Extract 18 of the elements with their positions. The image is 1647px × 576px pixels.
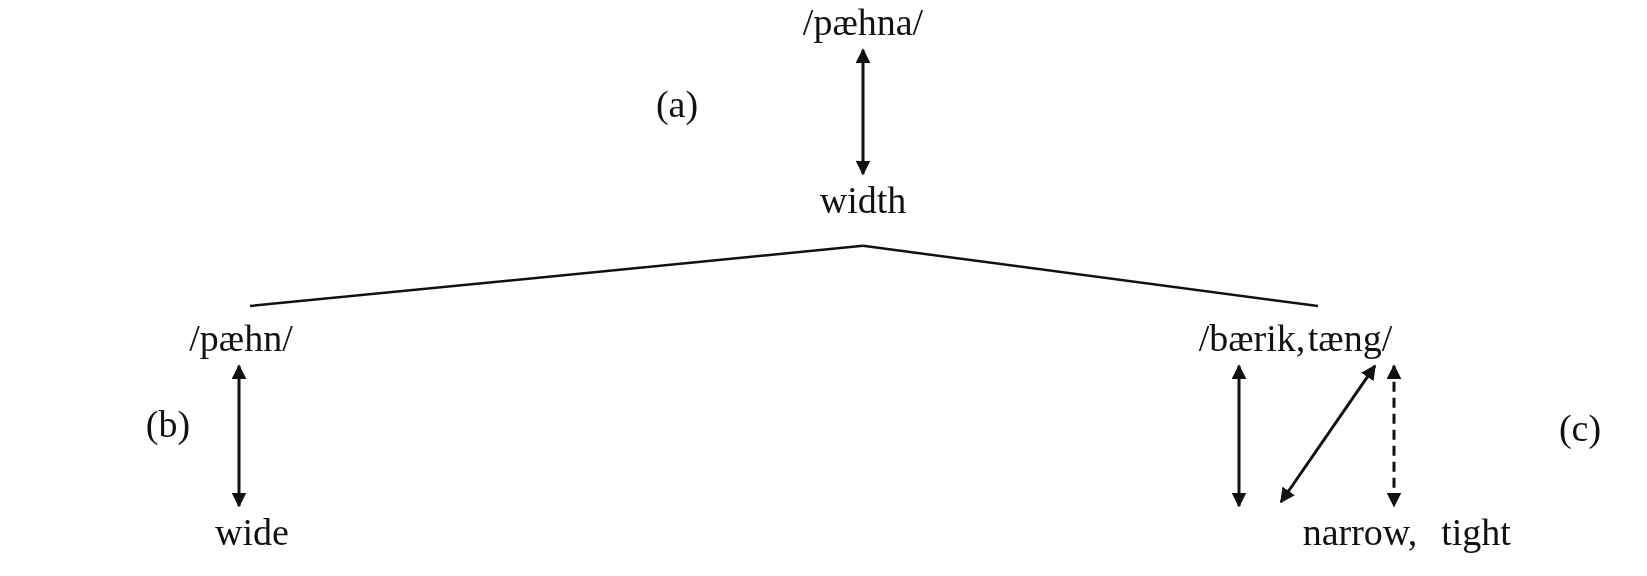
panel-label: (b)	[145, 404, 191, 446]
double-arrow	[1231, 364, 1247, 508]
panel-label: (a)	[655, 84, 699, 126]
word-text: /pæhna/	[802, 2, 924, 44]
word-text: wide	[215, 512, 289, 554]
double-arrow	[855, 48, 871, 176]
double-arrow	[231, 364, 247, 508]
word-text: narrow,	[1302, 512, 1418, 554]
double-arrow	[1386, 364, 1402, 508]
branch-line	[862, 244, 1319, 308]
panel-label: (c)	[1558, 408, 1602, 450]
branch-line	[249, 244, 864, 308]
word-text: /pæhn/	[189, 318, 293, 360]
word-text: tæng/	[1307, 318, 1393, 360]
double-arrow	[1279, 364, 1377, 504]
word-text: tight	[1441, 512, 1511, 554]
word-text: /bærik,	[1198, 318, 1306, 360]
word-text: width	[819, 180, 907, 222]
